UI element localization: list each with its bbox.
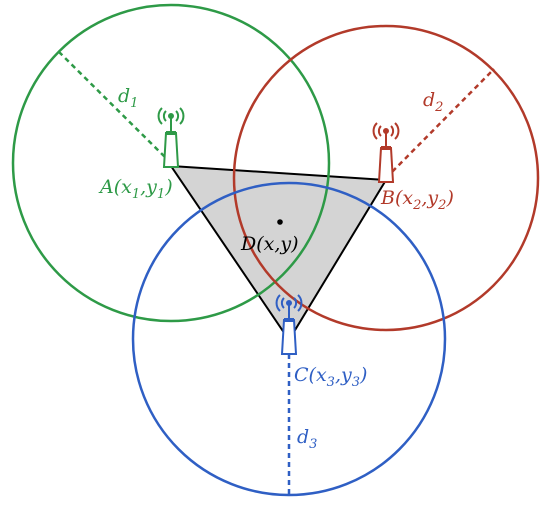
label-b: B(x2,y2) xyxy=(380,187,454,213)
label-d1: d1 xyxy=(118,85,138,111)
antenna-tower-icon xyxy=(157,107,185,168)
radius-d1 xyxy=(57,50,172,164)
radius-d2 xyxy=(385,68,495,179)
point-d xyxy=(277,219,283,225)
antenna-tower-icon xyxy=(372,122,400,183)
antenna-tower-icon xyxy=(275,294,303,355)
label-d3: d3 xyxy=(297,426,317,452)
triangle-abc xyxy=(169,164,388,342)
circle-a xyxy=(11,3,331,323)
label-d2: d2 xyxy=(423,89,443,115)
label-c: C(x3,y3) xyxy=(294,364,367,390)
circle-b xyxy=(232,24,540,332)
label-d: D(x,y) xyxy=(240,233,299,255)
label-a: A(x1,y1) xyxy=(98,176,173,202)
circle-c xyxy=(131,181,447,497)
